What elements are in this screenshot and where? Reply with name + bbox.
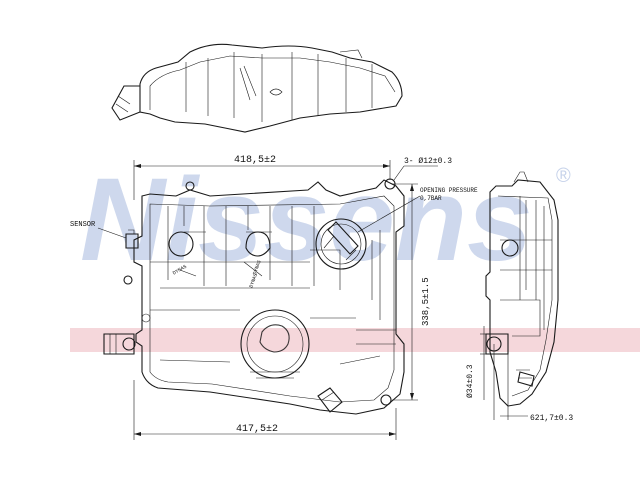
svg-text:DYNAS: DYNAS xyxy=(248,273,259,289)
watermark-logo: Nissens xyxy=(80,154,533,286)
watermark-band xyxy=(70,328,640,352)
svg-text:DYNAS: DYNAS xyxy=(252,260,263,276)
watermark-registered-mark: ® xyxy=(556,165,571,187)
dimension-lines xyxy=(97,160,528,440)
label-sensor: SENSOR xyxy=(70,221,96,229)
dimension-outlet-diameter: Ø34±0.3 xyxy=(466,364,475,398)
dimension-top-width: 418,5±2 xyxy=(234,155,276,166)
dimension-height: 338,5±1.5 xyxy=(421,277,431,326)
label-opening-pressure-value: 0,7BAR xyxy=(420,195,442,202)
front-view: DYNAS DYNAS DYNAS xyxy=(103,178,405,415)
dimension-side-offset: 621,7±0.3 xyxy=(530,414,573,423)
dimension-hole-callout: 3- Ø12±0.3 xyxy=(404,157,452,166)
dimension-bottom-width: 417,5±2 xyxy=(236,424,278,435)
label-opening-pressure: OPENING PRESSURE xyxy=(420,187,478,194)
top-view xyxy=(111,43,403,133)
